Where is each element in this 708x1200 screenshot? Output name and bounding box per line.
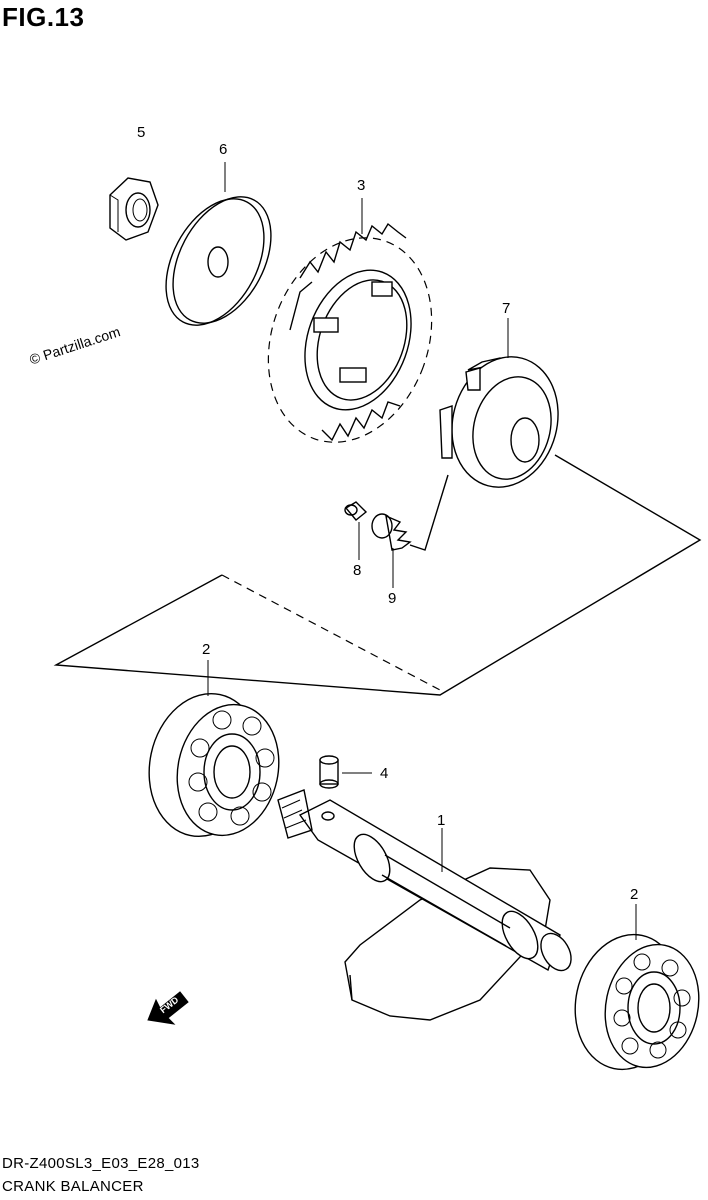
callout-8[interactable]: 8: [353, 562, 362, 579]
fwd-arrow-icon: [147, 991, 189, 1025]
leader-lines: [207, 162, 637, 940]
part-8-pin[interactable]: [344, 501, 368, 521]
callout-7[interactable]: 7: [502, 300, 511, 317]
callout-2-left[interactable]: 2: [202, 641, 211, 658]
callout-6[interactable]: 6: [219, 141, 228, 158]
part-5-nut[interactable]: [109, 177, 159, 241]
part-6-washer[interactable]: [146, 180, 291, 342]
part-3-balancer-gear[interactable]: [241, 215, 459, 466]
part-1-balancer-shaft[interactable]: [277, 789, 577, 1021]
callout-4[interactable]: 4: [380, 765, 389, 782]
callout-1[interactable]: 1: [437, 812, 446, 829]
callout-9[interactable]: 9: [388, 590, 397, 607]
part-2-bearing-right[interactable]: [563, 925, 708, 1080]
part-2-bearing-left[interactable]: [136, 683, 290, 847]
callout-2-right[interactable]: 2: [630, 886, 639, 903]
connector-7-9: [409, 474, 449, 551]
part-7-damper-hub[interactable]: [438, 345, 573, 499]
model-code: DR-Z400SL3_E03_E28_013: [2, 1155, 200, 1172]
diagram-caption: CRANK BALANCER: [2, 1178, 144, 1195]
callout-5[interactable]: 5: [137, 124, 146, 141]
callout-3[interactable]: 3: [357, 177, 366, 194]
figure-title: FIG.13: [2, 2, 85, 32]
part-9-spring[interactable]: [371, 513, 412, 551]
part-4-dowel-pin[interactable]: [319, 755, 339, 789]
installation-plane: [53, 454, 702, 696]
